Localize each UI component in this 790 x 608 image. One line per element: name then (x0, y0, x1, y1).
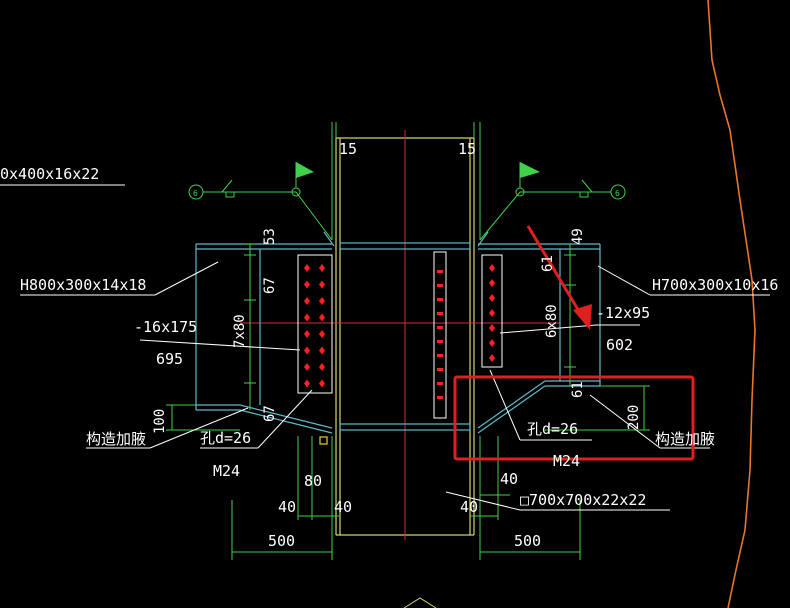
bolt (319, 297, 325, 305)
dim-left-53: 53 (262, 228, 278, 245)
right-bolt-label: M24 (553, 452, 580, 470)
bolt (304, 280, 310, 289)
bolt (489, 264, 495, 272)
top-left-section-label: 0x400x16x22 (0, 165, 99, 183)
dimension-lines (166, 122, 650, 560)
bolt (437, 354, 443, 357)
bolt (319, 330, 325, 338)
bolt (437, 382, 443, 385)
inner-bolt-group (437, 270, 443, 399)
highlight-arrow-head (573, 304, 592, 330)
leader-lines (20, 261, 770, 511)
weld-symbol-left-number: 6 (193, 189, 198, 198)
bolt (304, 330, 310, 338)
bolt (437, 284, 443, 287)
inner-column-plate (433, 251, 447, 419)
dim-bottom-40-a: 40 (278, 498, 296, 516)
right-bolt-group (489, 264, 495, 362)
bolt (304, 346, 310, 355)
bolt (304, 297, 310, 305)
bolt (319, 264, 325, 272)
diaphragm-plates (339, 242, 471, 431)
left-shear-plate (297, 254, 333, 394)
bolt (437, 312, 443, 315)
highlight-arrow-shaft (526, 225, 585, 319)
bolt (489, 354, 495, 362)
bolt (489, 339, 495, 347)
dim-right-49: 49 (570, 228, 586, 245)
dim-bottom-40-d: 40 (500, 470, 518, 488)
column-label: □700x700x22x22 (520, 491, 646, 509)
dim-top-right-15: 15 (458, 140, 476, 158)
bolt (437, 326, 443, 329)
dim-left-7x80: 7x80 (232, 314, 248, 348)
dim-right-61-bot: 61 (570, 381, 586, 398)
dim-left-100: 100 (152, 409, 168, 434)
dim-top-left-15: 15 (339, 140, 357, 158)
right-plate-label: -12x95 (596, 304, 650, 322)
left-plate-length: 695 (156, 350, 183, 368)
bolt (437, 298, 443, 301)
bottom-partial-shape (403, 597, 437, 608)
bolt (489, 309, 495, 317)
bolt (437, 270, 443, 273)
right-hole-label: 孔d=26 (527, 420, 578, 438)
right-haunch-label: 构造加腋 (655, 430, 715, 448)
dim-right-61: 61 (540, 255, 556, 272)
dim-right-6x80: 6x80 (544, 304, 560, 338)
bolt (437, 340, 443, 343)
left-haunch-label: 构造加腋 (86, 430, 146, 448)
bolt (489, 279, 495, 287)
left-bolt-group (304, 264, 325, 388)
bolt (319, 280, 325, 289)
weld-symbol-left (188, 162, 333, 241)
boundary-curve (707, 0, 756, 608)
left-plate-label: -16x175 (134, 318, 197, 336)
column-outline (335, 137, 475, 536)
right-beam-label: H700x300x10x16 (652, 276, 778, 294)
bolt (304, 379, 310, 388)
dim-bottom-40-b: 40 (334, 498, 352, 516)
dim-bottom-80: 80 (304, 472, 322, 490)
dim-bottom-40-c: 40 (460, 498, 478, 516)
dim-right-200: 200 (626, 405, 642, 430)
right-plate-length: 602 (606, 336, 633, 354)
dim-bottom-500-right: 500 (514, 532, 541, 550)
dim-left-67-top: 67 (262, 277, 278, 294)
bolt (489, 294, 495, 302)
bolt (489, 324, 495, 332)
left-beam (195, 231, 335, 434)
left-hole-label: 孔d=26 (200, 429, 251, 447)
bolt (319, 363, 325, 371)
right-shear-plate (481, 254, 503, 368)
weld-symbol-right-number: 6 (615, 189, 620, 198)
bolt (319, 346, 325, 355)
dim-left-67-bot: 67 (262, 405, 278, 422)
weld-flag-left (296, 162, 314, 178)
left-bolt-label: M24 (213, 462, 240, 480)
bolt (304, 363, 310, 371)
bolt (437, 368, 443, 371)
anchor-marker (319, 436, 328, 445)
bolt (319, 313, 325, 322)
dim-bottom-500-left: 500 (268, 532, 295, 550)
weld-flag-right (520, 162, 540, 178)
bolt (319, 379, 325, 388)
bolt (304, 264, 310, 272)
right-beam (477, 231, 601, 434)
bolt (304, 313, 310, 322)
bolt (437, 396, 443, 399)
left-beam-label: H800x300x14x18 (20, 276, 146, 294)
highlight-box (453, 375, 695, 461)
